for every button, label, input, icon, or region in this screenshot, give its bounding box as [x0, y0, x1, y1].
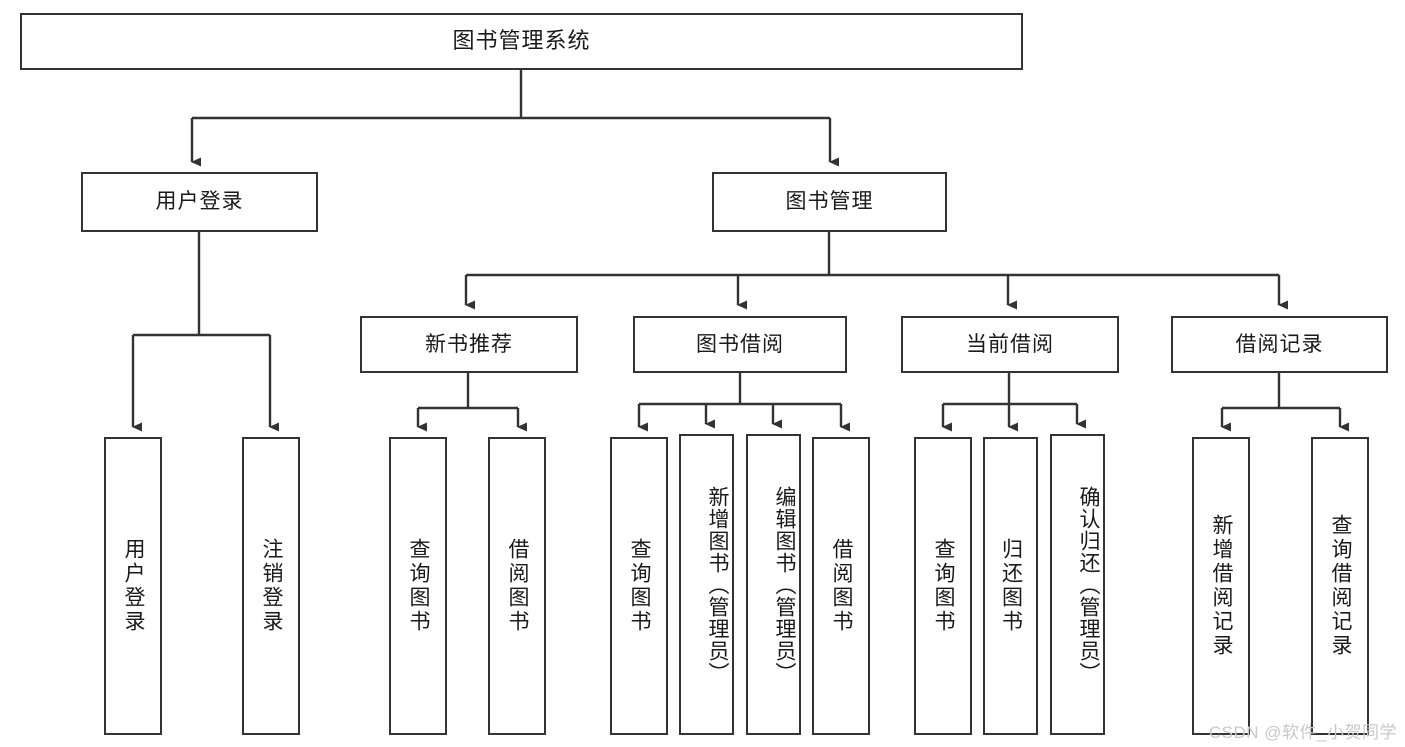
leaf-logout[interactable]: 注销登录: [242, 437, 300, 735]
node-new-book-recommend[interactable]: 新书推荐: [360, 316, 578, 373]
leaf-query-book-recommend[interactable]: 查询图书: [389, 437, 447, 735]
node-book-management[interactable]: 图书管理: [712, 172, 947, 232]
leaf-borrow-book-recommend[interactable]: 借阅图书: [488, 437, 546, 735]
node-user-login[interactable]: 用户登录: [81, 172, 318, 232]
leaf-add-book-admin[interactable]: 新增图书（管理员）: [679, 434, 734, 735]
leaf-edit-book-admin[interactable]: 编辑图书（管理员）: [746, 434, 801, 735]
node-book-borrow[interactable]: 图书借阅: [633, 316, 847, 373]
node-borrow-record[interactable]: 借阅记录: [1171, 316, 1388, 373]
leaf-borrow-book[interactable]: 借阅图书: [812, 437, 870, 735]
leaf-query-borrow-record[interactable]: 查询借阅记录: [1311, 437, 1369, 735]
node-current-borrow[interactable]: 当前借阅: [901, 316, 1119, 373]
leaf-query-book-borrow[interactable]: 查询图书: [610, 437, 668, 735]
leaf-user-login[interactable]: 用户登录: [104, 437, 162, 735]
node-root-system[interactable]: 图书管理系统: [20, 13, 1023, 70]
leaf-confirm-return-admin[interactable]: 确认归还（管理员）: [1050, 434, 1105, 735]
leaf-query-book-current[interactable]: 查询图书: [914, 437, 972, 735]
leaf-add-borrow-record[interactable]: 新增借阅记录: [1192, 437, 1250, 735]
csdn-watermark: CSDN @软件_小贺同学: [1208, 723, 1397, 742]
leaf-return-book[interactable]: 归还图书: [983, 437, 1038, 735]
